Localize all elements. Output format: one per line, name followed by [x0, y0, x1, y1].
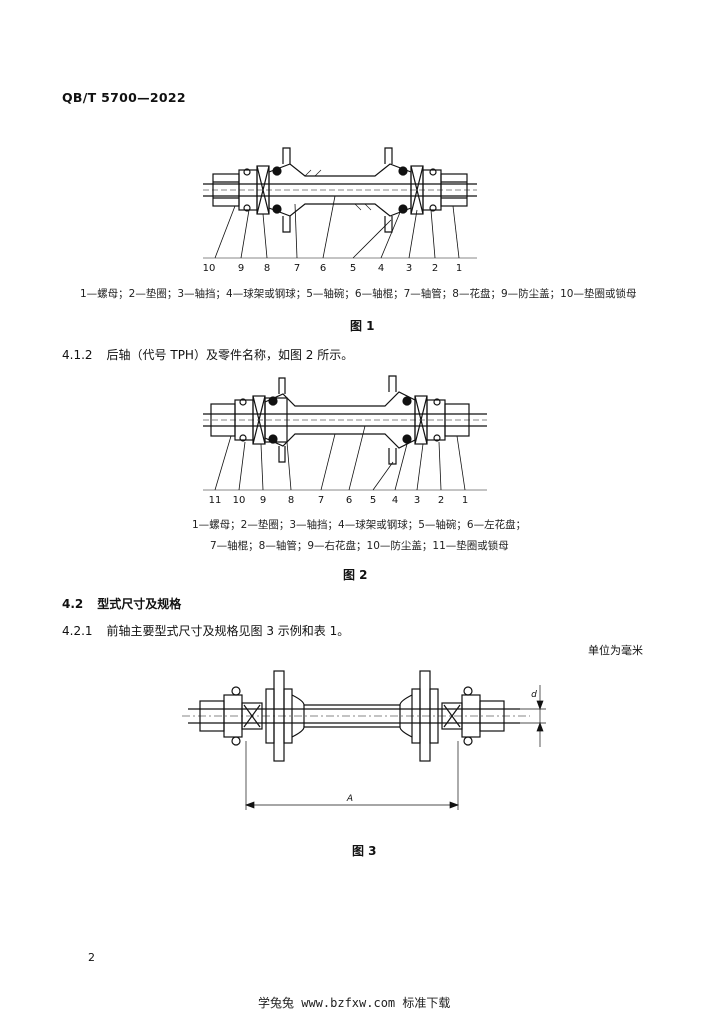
fig1-callout: 5 — [350, 263, 356, 274]
clause-text: 前轴主要型式尺寸及规格见图 3 示例和表 1。 — [106, 624, 350, 638]
page-number: 2 — [88, 951, 95, 964]
clause-4-2-heading: 4.2 型式尺寸及规格 — [62, 595, 181, 612]
fig2-callout: 4 — [392, 495, 398, 506]
fig1-callout: 6 — [320, 263, 326, 274]
fig2-callout: 11 — [209, 495, 222, 506]
fig2-callout: 7 — [318, 495, 324, 506]
fig1-callout: 4 — [378, 263, 384, 274]
figure-1-drawing: 10 9 8 7 6 5 4 3 2 1 — [203, 147, 477, 274]
figure-3-caption: 图 3 — [352, 844, 377, 858]
clause-heading-text: 型式尺寸及规格 — [97, 597, 182, 611]
fig1-callout: 8 — [264, 263, 270, 274]
fig1-callout: 10 — [203, 263, 216, 274]
clause-4-2-1: 4.2.1 前轴主要型式尺寸及规格见图 3 示例和表 1。 — [62, 622, 349, 639]
dimension-label-d: d — [531, 690, 537, 700]
unit-note: 单位为毫米 — [588, 644, 643, 657]
figure-3-drawing: A d — [182, 670, 546, 810]
fig1-callout: 3 — [406, 263, 412, 274]
figure-2-drawing: 11 10 9 8 7 6 5 4 3 2 1 — [203, 375, 487, 506]
fig1-callout: 9 — [238, 263, 244, 274]
clause-4-1-2: 4.1.2 后轴（代号 TPH）及零件名称，如图 2 所示。 — [62, 346, 353, 363]
fig1-callout: 7 — [294, 263, 300, 274]
dimension-label-a: A — [346, 794, 353, 804]
fig2-callout: 3 — [414, 495, 420, 506]
fig2-callout: 10 — [233, 495, 246, 506]
fig2-callout: 1 — [462, 495, 468, 506]
footer-watermark: 学兔兔 www.bzfxw.com 标准下载 — [258, 996, 451, 1010]
clause-text: 后轴（代号 TPH）及零件名称，如图 2 所示。 — [106, 348, 354, 362]
figure-2-legend-line-2: 7—轴棍；8—轴管；9—右花盘；10—防尘盖；11—垫圈或锁母 — [210, 540, 509, 552]
fig2-callout: 6 — [346, 495, 352, 506]
clause-number: 4.2 — [62, 597, 84, 611]
figure-1-caption: 图 1 — [350, 319, 375, 333]
figure-1-legend: 1—螺母；2—垫圈；3—轴挡；4—球架或钢球；5—轴碗；6—轴棍；7—轴管；8—… — [80, 288, 637, 300]
figure-2-legend-line-1: 1—螺母；2—垫圈；3—轴挡；4—球架或钢球；5—轴碗；6—左花盘； — [192, 519, 527, 531]
clause-number: 4.2.1 — [62, 624, 93, 638]
fig2-callout: 5 — [370, 495, 376, 506]
fig1-callout: 2 — [432, 263, 438, 274]
fig2-callout: 2 — [438, 495, 444, 506]
standard-code: QB/T 5700—2022 — [62, 90, 186, 105]
fig2-callout: 8 — [288, 495, 294, 506]
fig2-callout: 9 — [260, 495, 266, 506]
figure-2-caption: 图 2 — [343, 568, 368, 582]
clause-number: 4.1.2 — [62, 348, 93, 362]
fig1-callout: 1 — [456, 263, 462, 274]
